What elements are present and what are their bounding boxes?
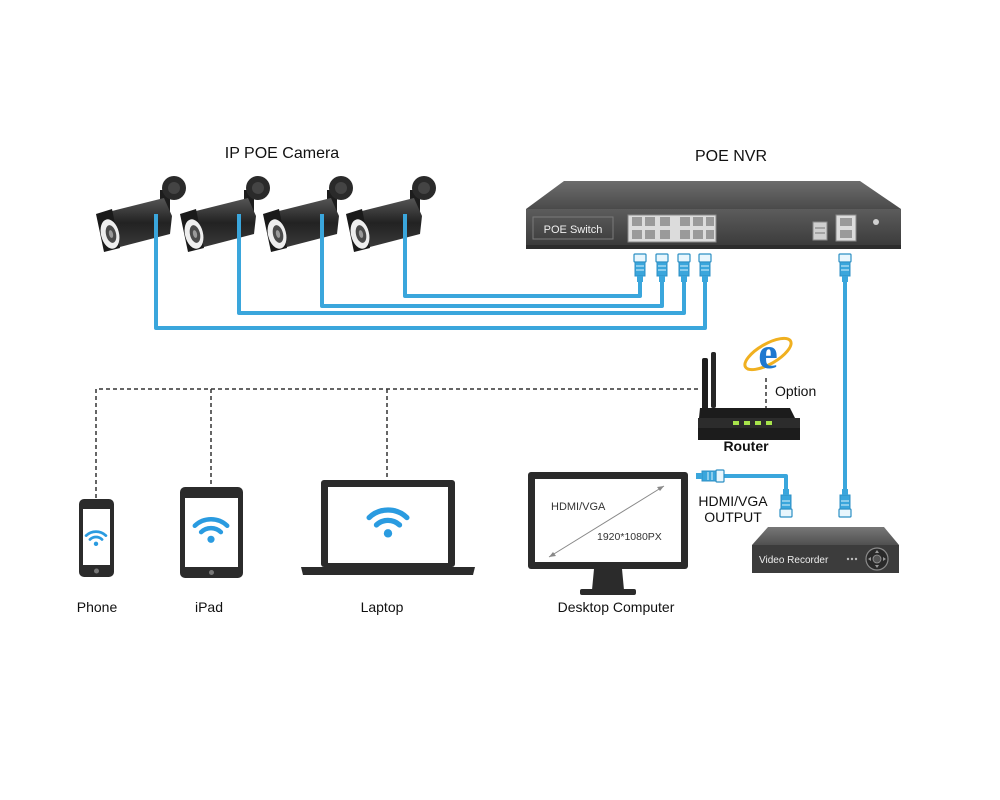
rj45-connector xyxy=(838,253,852,283)
nvr-title: POE NVR xyxy=(695,148,767,165)
poe-switch-label: POE Switch xyxy=(544,224,603,236)
monitor-resolution-label: 1920*1080PX xyxy=(597,531,662,543)
rj45-connector xyxy=(633,253,647,283)
desktop-label: Desktop Computer xyxy=(558,599,675,615)
tablet-icon xyxy=(180,487,243,578)
svg-text:e: e xyxy=(758,329,778,378)
camera-icon xyxy=(346,176,436,252)
rj45-connector xyxy=(677,253,691,283)
router-icon xyxy=(698,352,800,440)
phone-icon xyxy=(79,499,114,577)
camera-icon xyxy=(96,176,186,252)
rj45-connector xyxy=(655,253,669,283)
hdmi-connector xyxy=(695,469,725,483)
monitor-icon: HDMI/VGA 1920*1080PX xyxy=(528,472,688,595)
hdmi-output-label-line2: OUTPUT xyxy=(704,509,762,525)
rj45-connector xyxy=(839,489,851,517)
option-label: Option xyxy=(775,383,816,399)
camera-icon xyxy=(180,176,270,252)
camera-icon xyxy=(263,176,353,252)
rj45-connector xyxy=(698,253,712,283)
hdmi-connector xyxy=(780,489,792,517)
nvr-icon: POE Switch xyxy=(526,181,901,249)
camera-cables xyxy=(154,214,847,496)
cameras-title: IP POE Camera xyxy=(225,145,340,162)
wireless-links xyxy=(95,388,698,498)
router-label: Router xyxy=(723,438,769,454)
phone-label: Phone xyxy=(77,599,118,615)
video-recorder-label: Video Recorder xyxy=(759,555,829,566)
hdmi-output-label-line1: HDMI/VGA xyxy=(698,493,768,509)
laptop-label: Laptop xyxy=(361,599,404,615)
monitor-signal-label: HDMI/VGA xyxy=(551,501,606,513)
video-recorder-icon: Video Recorder xyxy=(752,527,899,573)
ie-browser-icon: e xyxy=(743,329,793,378)
ipad-label: iPad xyxy=(195,599,223,615)
laptop-icon xyxy=(301,480,475,575)
